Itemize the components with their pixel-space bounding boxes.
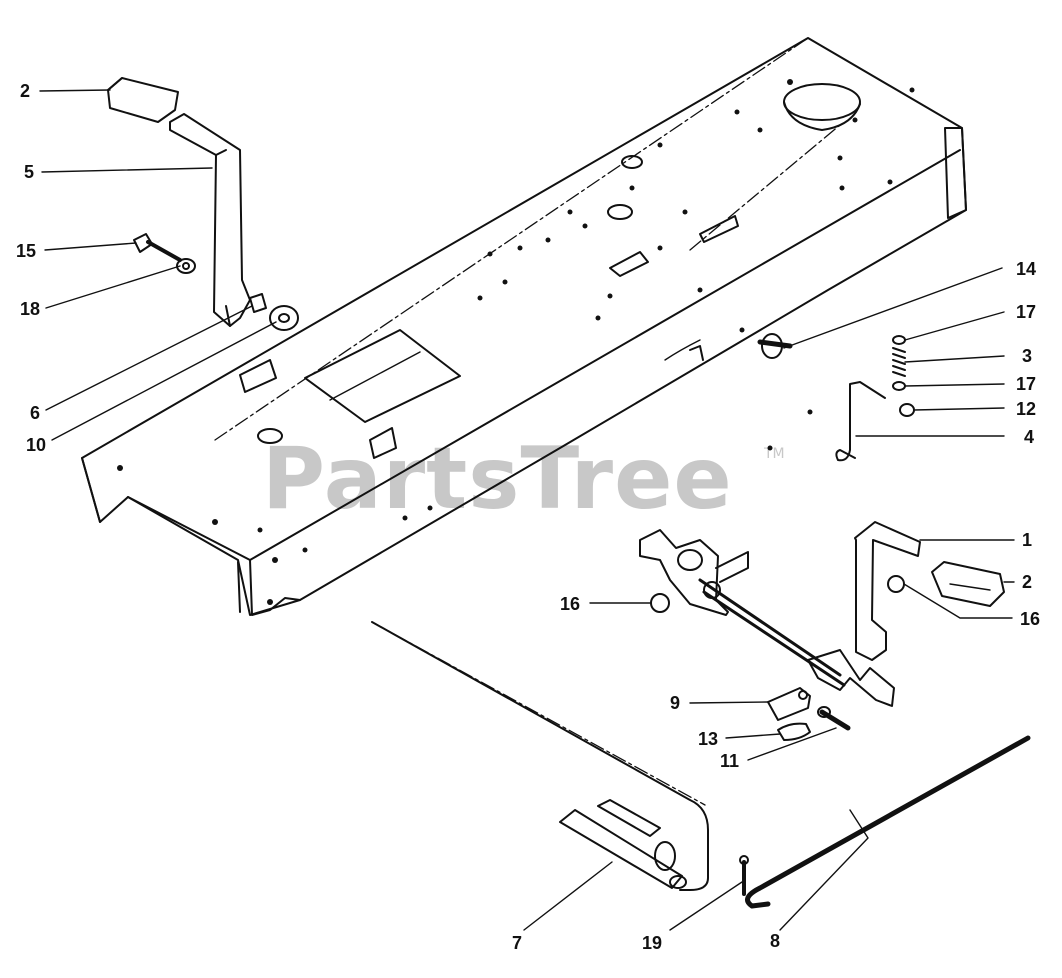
- callout-12: 12: [1016, 399, 1037, 419]
- callout-4: 4: [1024, 427, 1035, 447]
- pedal-arm-left: [169, 113, 251, 327]
- callout-10: 10: [26, 435, 47, 455]
- bolt-15: [133, 233, 182, 262]
- callout-14: 14: [1016, 259, 1037, 279]
- callout-7: 7: [512, 933, 523, 953]
- callout-2-right: 2: [1022, 572, 1033, 592]
- callout-1: 1: [1022, 530, 1033, 550]
- callout-13: 13: [698, 729, 719, 749]
- rod-4: [835, 381, 886, 462]
- callout-17-top: 17: [1016, 302, 1037, 322]
- bushing-6: [249, 293, 267, 313]
- lower-plate: [371, 621, 709, 891]
- clevis-9: [767, 687, 811, 721]
- callout-8: 8: [770, 931, 781, 951]
- callout-9: 9: [670, 693, 681, 713]
- callout-19: 19: [642, 933, 663, 953]
- alignment-lines: [214, 37, 841, 806]
- nut-12: [899, 403, 915, 417]
- callout-17-bottom: 17: [1016, 374, 1037, 394]
- shaft-lever: [807, 649, 895, 707]
- callout-11: 11: [720, 751, 740, 771]
- nut-16-left: [650, 593, 670, 613]
- callout-18: 18: [20, 299, 41, 319]
- pedal-arm-right: [854, 521, 921, 661]
- rod-8: [745, 735, 1031, 909]
- clip-13: [777, 722, 811, 741]
- callout-16-right: 16: [1020, 609, 1041, 629]
- pin-19: [739, 855, 749, 896]
- spring-3: [892, 347, 906, 377]
- pedal-pad-left: [107, 77, 179, 123]
- callout-15: 15: [16, 241, 37, 261]
- callout-5: 5: [24, 162, 35, 182]
- washer-18: [176, 258, 196, 274]
- callout-3: 3: [1022, 346, 1033, 366]
- washer-17-top: [892, 335, 906, 345]
- pedal-pad-right: [931, 561, 1005, 607]
- callout-16-left: 16: [560, 594, 581, 614]
- leader-lines: [39, 89, 1015, 931]
- callout-2-left: 2: [20, 81, 31, 101]
- bolt-14: [757, 333, 793, 359]
- cross-shaft: [698, 578, 846, 687]
- callout-6: 6: [30, 403, 41, 423]
- pin-11: [817, 706, 851, 731]
- nut-16-right: [887, 575, 905, 593]
- shaft-7: [559, 799, 687, 889]
- chassis-frame: [81, 37, 967, 616]
- shaft-bracket-left: [639, 529, 749, 616]
- washer-17-bottom: [892, 381, 906, 391]
- spacer-10: [269, 305, 299, 331]
